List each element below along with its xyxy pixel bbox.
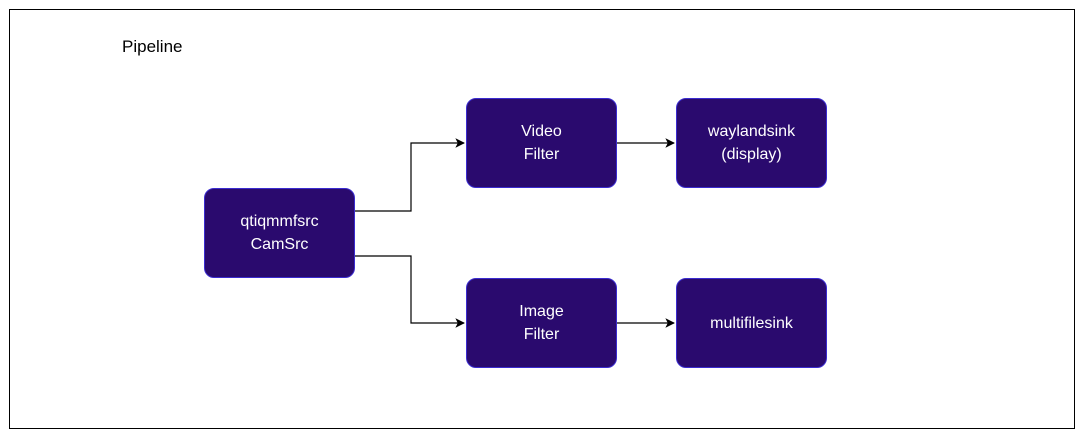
node-video-filter-line2: Filter xyxy=(523,146,560,163)
edge-source-to-image-filter xyxy=(355,255,465,328)
node-qtiqmmfsrc-line2: CamSrc xyxy=(250,236,309,253)
node-multifilesink: multifilesink xyxy=(676,278,827,368)
node-image-filter: Image Filter xyxy=(466,278,617,368)
node-qtiqmmfsrc: qtiqmmfsrc CamSrc xyxy=(204,188,355,278)
node-video-filter: Video Filter xyxy=(466,98,617,188)
node-qtiqmmfsrc-line1: qtiqmmfsrc xyxy=(240,213,319,230)
node-video-filter-line1: Video xyxy=(521,123,562,140)
pipeline-frame xyxy=(9,9,1075,429)
node-waylandsink: waylandsink (display) xyxy=(676,98,827,188)
diagram-title: Pipeline xyxy=(122,37,183,56)
node-image-filter-line2: Filter xyxy=(523,326,560,343)
node-waylandsink-line2: (display) xyxy=(721,146,782,163)
node-multifilesink-line1: multifilesink xyxy=(710,314,793,332)
edge-source-to-video-filter xyxy=(355,138,465,212)
node-image-filter-line1: Image xyxy=(519,303,564,320)
node-waylandsink-line1: waylandsink xyxy=(707,123,796,140)
